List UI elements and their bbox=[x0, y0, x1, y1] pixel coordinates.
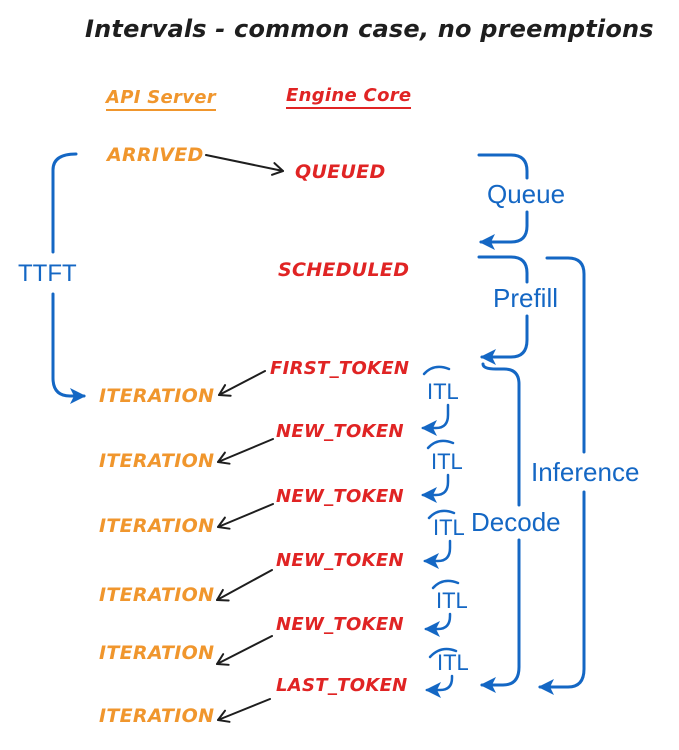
itl-tick-5 bbox=[428, 647, 458, 659]
event-iteration-5: ITERATION bbox=[99, 642, 215, 664]
event-iteration-2: ITERATION bbox=[99, 450, 215, 472]
arrow-first-token-to-iteration-1 bbox=[218, 370, 266, 397]
itl-hook-arrow-3 bbox=[423, 539, 452, 569]
interval-label-itl-2: ITL bbox=[431, 449, 463, 474]
interval-label-ttft: TTFT bbox=[18, 260, 77, 287]
interval-label-decode: Decode bbox=[471, 507, 561, 537]
arrow-new-token-1-to-iteration-2 bbox=[217, 438, 274, 465]
column-header-engine-core: Engine Core bbox=[286, 86, 412, 109]
event-queued: QUEUED bbox=[295, 161, 386, 183]
itl-tick-3 bbox=[427, 509, 456, 520]
event-scheduled: SCHEDULED bbox=[278, 259, 410, 281]
inference-bracket bbox=[540, 256, 586, 687]
event-new-token-1: NEW_TOKEN bbox=[276, 421, 404, 442]
arrow-last-token-to-iteration-6 bbox=[217, 698, 271, 723]
decode-bracket bbox=[482, 362, 521, 685]
arrow-new-token-3-to-iteration-4 bbox=[216, 569, 273, 602]
column-header-api-server: API Server bbox=[106, 88, 216, 111]
itl-hook-arrow-4 bbox=[424, 612, 452, 637]
itl-hook-arrow-5 bbox=[425, 674, 454, 698]
event-new-token-2: NEW_TOKEN bbox=[276, 486, 404, 507]
itl-tick-1 bbox=[422, 365, 451, 376]
diagram-title: Intervals - common case, no preemptions bbox=[85, 15, 654, 43]
itl-hook-arrow-2 bbox=[421, 473, 450, 503]
arrow-new-token-4-to-iteration-5 bbox=[216, 635, 273, 666]
event-iteration-6: ITERATION bbox=[99, 705, 215, 727]
interval-label-inference: Inference bbox=[531, 457, 640, 487]
interval-label-itl-4: ITL bbox=[436, 588, 468, 613]
itl-tick-4 bbox=[431, 579, 460, 590]
interval-label-itl-3: ITL bbox=[433, 515, 465, 540]
itl-hook-arrow-1 bbox=[421, 403, 450, 436]
arrow-arrived-to-queued bbox=[205, 154, 284, 176]
interval-label-itl-5: ITL bbox=[437, 650, 469, 675]
event-arrived: ARRIVED bbox=[107, 144, 204, 166]
queue-bracket bbox=[479, 153, 529, 242]
event-first-token: FIRST_TOKEN bbox=[270, 358, 410, 379]
arrow-new-token-2-to-iteration-3 bbox=[217, 503, 274, 530]
interval-label-itl-1: ITL bbox=[427, 379, 459, 404]
interval-label-prefill: Prefill bbox=[493, 283, 559, 313]
interval-label-queue: Queue bbox=[487, 179, 566, 209]
itl-tick-2 bbox=[426, 439, 455, 450]
event-iteration-4: ITERATION bbox=[99, 584, 215, 606]
ttft-bracket bbox=[51, 152, 84, 396]
event-iteration-3: ITERATION bbox=[99, 515, 215, 537]
event-last-token: LAST_TOKEN bbox=[276, 675, 408, 696]
event-iteration-1: ITERATION bbox=[99, 385, 215, 407]
prefill-bracket bbox=[479, 255, 529, 357]
event-new-token-4: NEW_TOKEN bbox=[276, 614, 404, 635]
event-new-token-3: NEW_TOKEN bbox=[276, 550, 404, 571]
